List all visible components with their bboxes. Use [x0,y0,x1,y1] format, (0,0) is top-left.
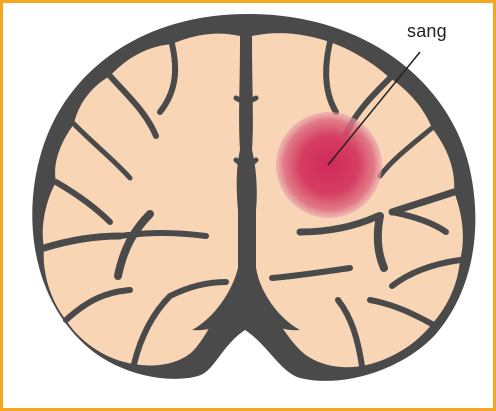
blood-label: sang [407,21,447,41]
blood-hematoma [276,112,382,218]
